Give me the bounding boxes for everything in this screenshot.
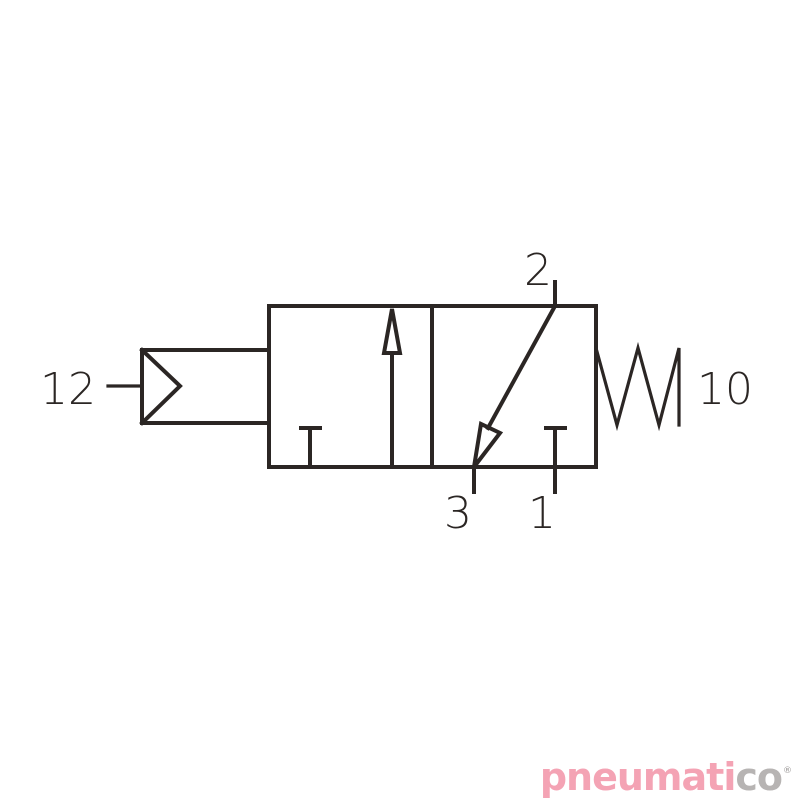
flow-arrow-diagonal-icon: [472, 421, 504, 469]
spring-icon: [594, 341, 681, 432]
diagonal-flow-line: [485, 303, 558, 431]
port-label-2: 2: [524, 245, 552, 296]
left-position: [299, 308, 403, 469]
right-position: [472, 303, 567, 469]
logo-text-end: co: [735, 755, 783, 799]
port-label-3: 3: [444, 488, 472, 539]
port-label-1: 1: [528, 488, 556, 539]
pilot-actuator: [106, 347, 271, 426]
logo-text-main: pneumati: [539, 755, 737, 799]
pneumatico-logo: pneumati co ®: [539, 755, 792, 799]
pilot-triangle-icon: [139, 347, 183, 426]
valve-body: [267, 304, 598, 469]
pilot-housing: [140, 348, 271, 425]
registered-mark-icon: ®: [783, 766, 792, 776]
port-label-12: 12: [40, 364, 96, 415]
flow-arrow-up-icon: [381, 308, 403, 355]
port-label-10: 10: [697, 364, 753, 415]
